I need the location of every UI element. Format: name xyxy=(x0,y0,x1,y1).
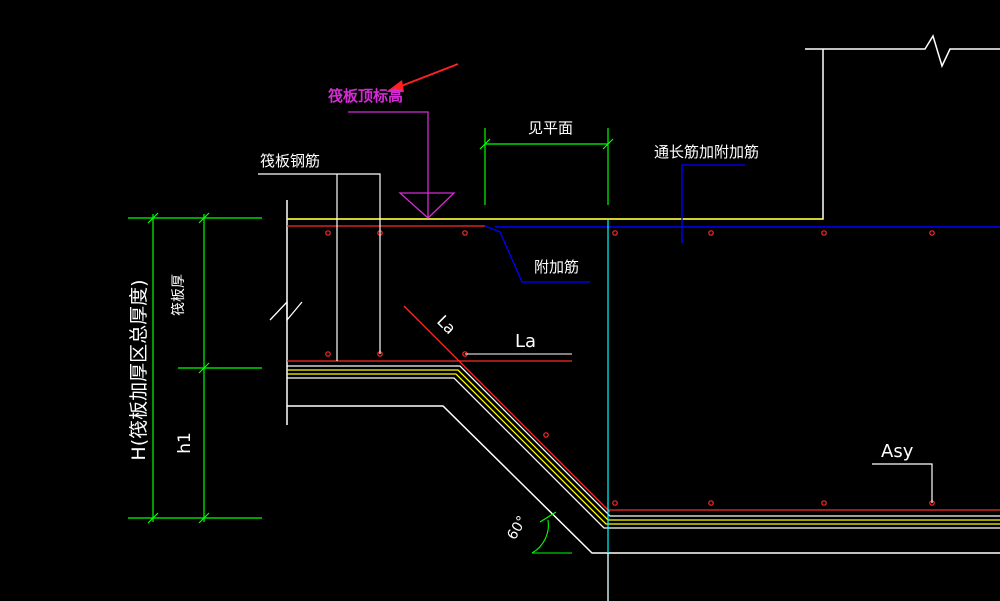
top-slab-outline xyxy=(805,34,1000,69)
see-plan-tick-right xyxy=(602,138,614,150)
total-thickness-label: H(筏板加厚区总厚度) xyxy=(128,279,150,460)
break-symbol xyxy=(269,300,303,322)
raft-rebar-label: 筏板钢筋 xyxy=(260,152,320,170)
asy-leader xyxy=(872,463,933,503)
la-horizontal-label: La xyxy=(515,331,536,352)
bottom-rebar-white xyxy=(287,377,1000,529)
asy-label: Asy xyxy=(881,441,914,462)
see-plan-tick-left xyxy=(479,138,491,150)
bottom-outline xyxy=(287,405,1000,554)
raft-top-elevation-label: 筏板顶标高 xyxy=(328,87,403,105)
additional-bar-label: 附加筋 xyxy=(534,258,579,276)
elevation-triangle xyxy=(398,192,456,219)
rebar-dots xyxy=(325,230,935,506)
pointer-arrow-shaft xyxy=(395,63,459,89)
dim-ticks xyxy=(147,212,210,524)
through-bar-leader xyxy=(681,164,745,243)
h1-label: h1 xyxy=(175,432,195,454)
raft-rebar-leader xyxy=(258,173,381,354)
pointer-arrow-head xyxy=(386,80,404,92)
bottom-rebar-white2 xyxy=(287,365,1000,517)
additional-bar-bend xyxy=(484,225,590,283)
elevation-leader xyxy=(348,111,429,218)
angle-arc xyxy=(531,519,549,554)
la-sloped-label: La xyxy=(433,311,460,338)
angle-label: 60° xyxy=(504,513,530,543)
angle-ray xyxy=(539,511,557,523)
bottom-rebar-yellow2 xyxy=(287,369,1000,521)
anchorage-rebar-red xyxy=(403,305,611,513)
see-plan-label: 见平面 xyxy=(528,119,573,137)
bottom-rebar-yellow1 xyxy=(287,373,1000,525)
raft-thickness-label: 筏板厚 xyxy=(170,274,187,316)
through-bar-additional-label: 通长筋加附加筋 xyxy=(654,143,759,161)
